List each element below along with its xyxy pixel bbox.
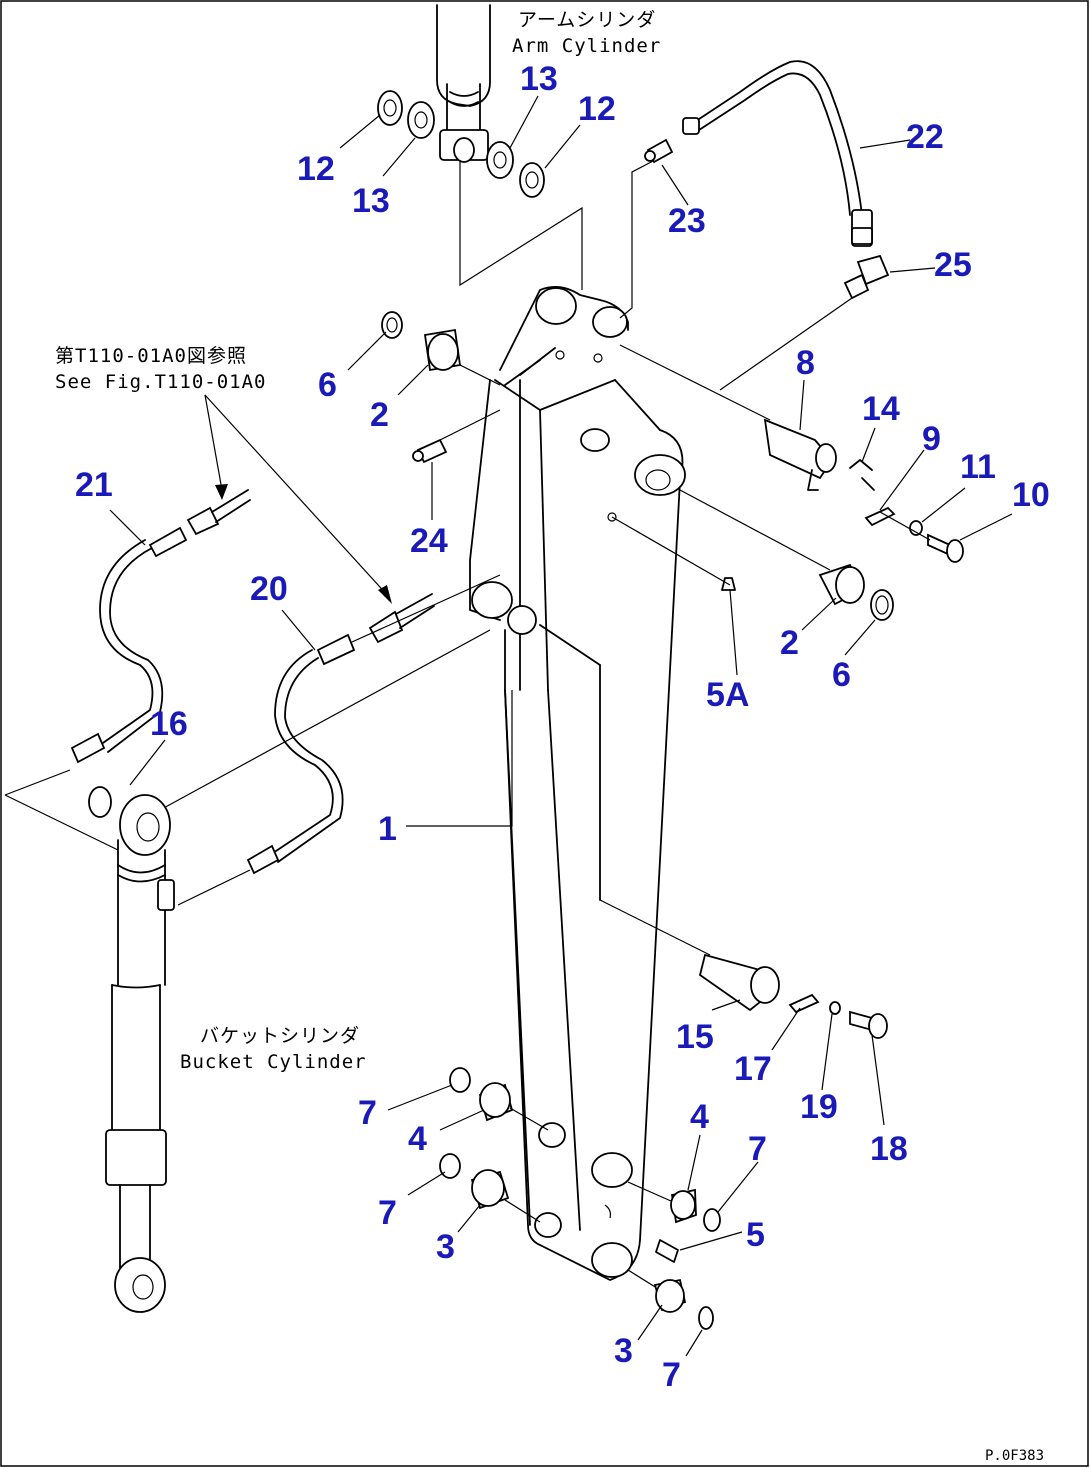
callout-7: 7	[748, 1130, 767, 1168]
washer-13-left	[407, 101, 435, 139]
bushing-4-right	[670, 1188, 697, 1224]
hose-22	[682, 60, 873, 247]
fitting-23	[644, 138, 674, 164]
pin-8	[763, 418, 837, 491]
callout-19: 19	[800, 1088, 838, 1126]
bushing-2-right	[818, 563, 865, 606]
callout-8: 8	[796, 344, 815, 382]
callout-10: 10	[1012, 476, 1050, 514]
bushing-2-left	[423, 328, 462, 372]
callout-18: 18	[870, 1130, 908, 1168]
bucket-cylinder-label-jp: バケットシリンダ	[200, 1025, 360, 1047]
callout-6: 6	[832, 656, 851, 694]
seal-7-top-left	[449, 1067, 471, 1093]
callout-1: 1	[378, 810, 397, 848]
callout-22: 22	[906, 118, 944, 156]
bushing-4-left	[478, 1082, 514, 1122]
seal-6-left	[381, 311, 403, 339]
callout-3: 3	[436, 1228, 455, 1266]
see-fig-label-jp: 第T110-01A0図参照	[55, 345, 247, 367]
plate-9	[864, 506, 896, 527]
bucket-cylinder-label-en: Bucket Cylinder	[180, 1051, 367, 1073]
callout-6: 6	[318, 366, 337, 404]
arm-cylinder-label-en: Arm Cylinder	[512, 35, 661, 57]
callout-4: 4	[408, 1120, 427, 1158]
washer-19	[829, 1001, 841, 1015]
callout-16: 16	[150, 705, 188, 743]
arm-cylinder-label-jp: アームシリンダ	[518, 9, 656, 31]
callout-12: 12	[297, 150, 335, 188]
callout-14: 14	[862, 390, 900, 428]
callout-15: 15	[676, 1018, 714, 1056]
callout-13: 13	[520, 60, 558, 98]
callout-numbers: 12 13 13 12 22 23 25 6 2 8 14 9 11 10 24…	[75, 60, 1050, 1394]
callout-7: 7	[378, 1194, 397, 1232]
callout-25: 25	[934, 246, 972, 284]
arm-body	[469, 286, 686, 1281]
callout-24: 24	[410, 522, 448, 560]
bolt-10	[927, 533, 964, 563]
callout-3: 3	[614, 1332, 633, 1370]
callout-5: 5	[746, 1216, 765, 1254]
hose-21	[70, 489, 251, 764]
callout-5a: 5A	[706, 676, 749, 714]
callout-11: 11	[960, 448, 996, 486]
seal-7-mid-left	[439, 1153, 461, 1179]
elbow-25	[843, 254, 890, 300]
leader-lines	[109, 95, 1013, 1357]
washer-12-left	[377, 90, 403, 126]
callout-17: 17	[734, 1050, 772, 1088]
washer-13-right	[486, 141, 514, 179]
callout-9: 9	[922, 420, 941, 458]
arm-cylinder	[436, 4, 491, 163]
callout-23: 23	[668, 202, 706, 240]
callout-2: 2	[780, 624, 799, 662]
callout-21: 21	[75, 466, 113, 504]
callout-20: 20	[250, 570, 288, 608]
callout-13: 13	[352, 182, 390, 220]
callout-7: 7	[662, 1356, 681, 1394]
bucket-cylinder	[105, 794, 175, 1313]
callout-2: 2	[370, 396, 389, 434]
bolt-18	[849, 1010, 888, 1039]
seal-7-bottom-right	[698, 1306, 714, 1330]
callout-12: 12	[578, 90, 616, 128]
washer-11	[909, 520, 923, 536]
bushing-3-left	[470, 1169, 510, 1210]
seal-6-right	[870, 589, 894, 621]
fitting-24	[412, 438, 448, 464]
pin-15	[698, 953, 780, 1012]
plate-17	[788, 993, 820, 1014]
drawing-code: P.0F383	[985, 1448, 1044, 1464]
see-fig-label-en: See Fig.T110-01A0	[55, 371, 266, 393]
hose-20	[246, 593, 435, 875]
washer-12-right	[519, 162, 545, 198]
washer-16	[88, 786, 112, 818]
callout-7: 7	[358, 1094, 377, 1132]
callout-4: 4	[690, 1098, 709, 1136]
seal-7-right	[703, 1208, 721, 1232]
bushing-3-right	[653, 1278, 687, 1313]
